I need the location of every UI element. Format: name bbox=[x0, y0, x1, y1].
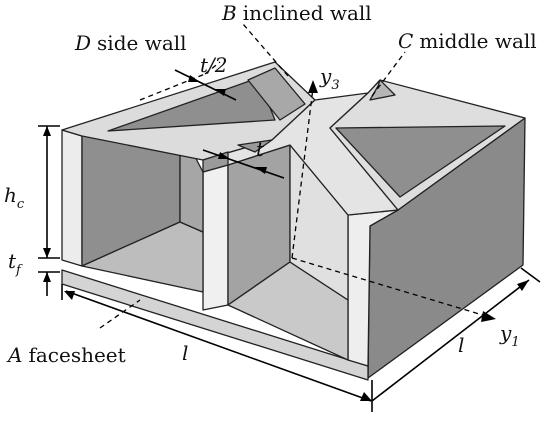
half-t-arrow-right bbox=[214, 89, 226, 96]
d-leader-2 bbox=[204, 61, 221, 75]
tf-arrow bbox=[43, 272, 51, 282]
y3-axis-line bbox=[291, 87, 314, 259]
label-y1: y1 bbox=[499, 321, 520, 350]
top-back-opening bbox=[247, 67, 306, 121]
label-hc: hc bbox=[4, 183, 25, 212]
label-t: t bbox=[256, 137, 265, 161]
middle-wall-front-face bbox=[202, 164, 229, 311]
label-tf: tf bbox=[8, 249, 23, 278]
facesheet-front-face bbox=[61, 269, 369, 381]
label-y3: y3 bbox=[319, 64, 340, 93]
label-half-t: t/2 bbox=[200, 53, 228, 77]
hc-arrow-top bbox=[43, 126, 51, 136]
y3-axis-arrowhead bbox=[308, 80, 318, 93]
label-l-side: l bbox=[458, 333, 464, 357]
t-arrow-right bbox=[255, 167, 267, 174]
l-front-dimension-line bbox=[65, 290, 372, 402]
label-l-front: l bbox=[182, 341, 188, 365]
l-side-ext bbox=[520, 267, 541, 283]
a-leader bbox=[99, 299, 141, 329]
top-right-triangle-opening bbox=[335, 125, 506, 198]
hc-arrow-bottom bbox=[43, 248, 51, 258]
t-dimension-line bbox=[202, 149, 285, 179]
top-slit-right bbox=[237, 139, 273, 153]
c-leader bbox=[371, 51, 406, 97]
t-arrow-left bbox=[218, 152, 230, 159]
l-side-arrow bbox=[517, 280, 529, 291]
y1-axis-arrowhead bbox=[481, 311, 496, 322]
b-leader bbox=[242, 23, 289, 77]
half-t-arrow-left bbox=[188, 75, 200, 82]
l-front-arrow-right bbox=[360, 392, 372, 401]
left-wall-front-face bbox=[61, 129, 83, 267]
half-t-dimension-line bbox=[174, 69, 237, 101]
y1-axis-line bbox=[291, 257, 487, 317]
l-side-dimension-line bbox=[371, 279, 530, 402]
l-front-arrow-left bbox=[64, 291, 75, 300]
